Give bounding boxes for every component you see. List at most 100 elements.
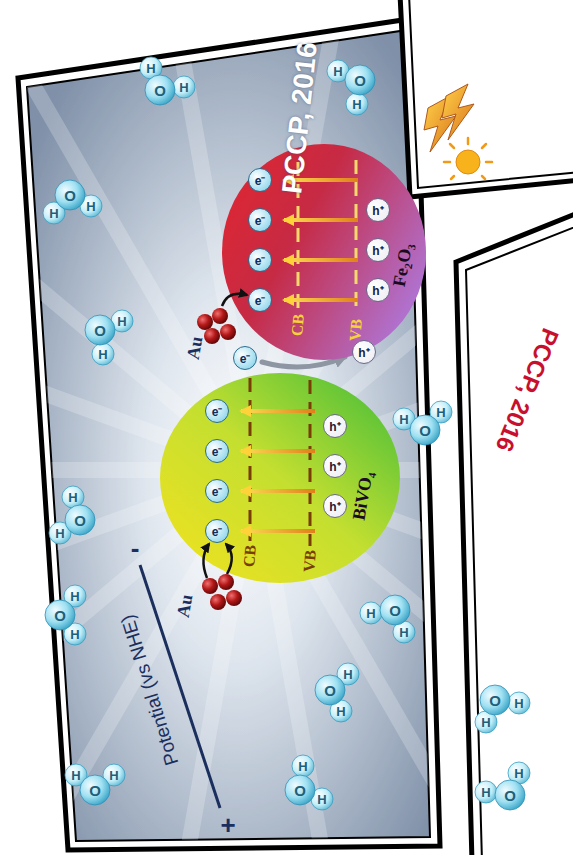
oxygen-atom <box>145 75 175 105</box>
water-molecule <box>360 595 415 643</box>
atom-symbol: H <box>70 627 79 642</box>
atom-symbol: H <box>317 792 326 807</box>
oxygen-atom <box>65 505 95 535</box>
atom-symbol: H <box>481 715 490 730</box>
oxygen-atom <box>380 595 410 625</box>
journal-tag: PCCP, 2016 <box>276 41 324 196</box>
atom-symbol: O <box>324 682 336 699</box>
band-name: CB <box>240 544 260 568</box>
atom-symbol: H <box>352 97 361 112</box>
water-molecule <box>327 60 375 115</box>
atom-symbol: O <box>419 422 431 439</box>
excitation-arrow <box>241 489 315 493</box>
card-frame <box>18 18 440 850</box>
metal-name: Au <box>183 335 208 361</box>
atom-symbol: H <box>514 766 523 781</box>
hole: h⁺ <box>366 278 390 302</box>
hole: h⁺ <box>366 198 390 222</box>
hydrogen-atom <box>173 76 195 98</box>
oxygen-atom <box>315 675 345 705</box>
atom-symbol: O <box>154 82 166 99</box>
atom-symbol: H <box>333 64 342 79</box>
band-edge <box>249 378 252 541</box>
atom-symbol: H <box>399 412 408 427</box>
water-molecule <box>49 486 95 544</box>
excitation-arrow <box>284 218 358 222</box>
band-name: VB <box>346 318 366 342</box>
hole: h⁺ <box>323 494 347 518</box>
atom-symbol: H <box>70 589 79 604</box>
hydrogen-atom <box>346 93 368 115</box>
card-ground <box>27 30 430 841</box>
electron: e⁻ <box>205 479 229 503</box>
atom-symbol: H <box>117 314 126 329</box>
water-molecule <box>43 180 102 224</box>
electron: e⁻ <box>248 168 272 192</box>
axis-sign: + <box>220 810 235 841</box>
water-molecule <box>393 401 452 445</box>
injection-arrow <box>226 544 232 574</box>
metal-name: Au <box>173 593 198 619</box>
hydrogen-atom <box>292 755 314 777</box>
electron: e⁻ <box>205 519 229 543</box>
atom-symbol: H <box>68 490 77 505</box>
water-molecule <box>475 762 530 810</box>
atom-symbol: H <box>49 206 58 221</box>
electron: e⁻ <box>248 288 272 312</box>
excitation-arrow <box>284 258 358 262</box>
au-cluster <box>202 574 242 610</box>
electron: e⁻ <box>248 248 272 272</box>
atom-symbol: H <box>146 61 155 76</box>
band-edge <box>309 380 312 546</box>
electron: e⁻ <box>248 208 272 232</box>
atom-symbol: O <box>89 782 101 799</box>
axis-sign: - <box>131 533 140 564</box>
oxygen-atom <box>480 685 510 715</box>
atom-symbol: H <box>71 768 80 783</box>
hole: h⁺ <box>323 414 347 438</box>
band-edge <box>355 160 358 312</box>
semiconductor-node: BiVO₄ <box>155 366 405 591</box>
injection-arrow <box>222 294 247 306</box>
hole: h⁺ <box>366 238 390 262</box>
journal-tag: PCCP, 2016 <box>490 324 565 455</box>
atom-symbol: H <box>514 696 523 711</box>
journal-card <box>456 212 573 855</box>
electron: e⁻ <box>205 439 229 463</box>
atom-symbol: O <box>489 692 501 709</box>
atom-symbol: O <box>74 512 86 529</box>
oxygen-atom <box>495 780 525 810</box>
excitation-arrow <box>241 529 315 533</box>
atom-symbol: H <box>55 526 64 541</box>
oxygen-atom <box>410 415 440 445</box>
oxygen-atom <box>55 180 85 210</box>
excitation-arrow <box>284 298 358 302</box>
oxygen-atom <box>85 315 115 345</box>
band-name: CB <box>288 313 308 337</box>
oxygen-atom <box>285 775 315 805</box>
atom-symbol: O <box>94 322 106 339</box>
ellipse-shape <box>222 144 426 360</box>
band-name: VB <box>300 549 320 573</box>
excitation-arrow <box>241 409 315 413</box>
excitation-arrow <box>241 449 315 453</box>
lightning-symbol <box>424 84 474 152</box>
oxygen-atom <box>345 65 375 95</box>
water-molecule <box>475 685 530 733</box>
oxygen-atom <box>80 775 110 805</box>
atom-symbol: O <box>54 607 66 624</box>
atom-symbol: O <box>504 787 516 804</box>
ellipse-shape <box>160 373 400 583</box>
oxygen-atom <box>45 600 75 630</box>
water-molecule <box>315 663 359 722</box>
hole: h⁺ <box>323 454 347 478</box>
water-molecule <box>45 585 86 645</box>
water-molecule <box>140 57 195 105</box>
atom-symbol: H <box>336 704 345 719</box>
atom-symbol: O <box>389 602 401 619</box>
sun-card <box>400 0 573 197</box>
hydrogen-atom <box>475 781 497 803</box>
